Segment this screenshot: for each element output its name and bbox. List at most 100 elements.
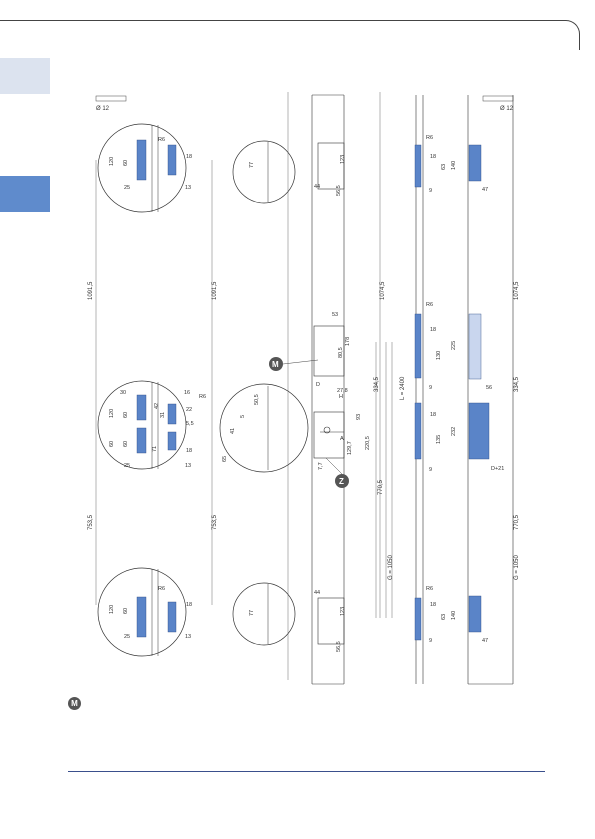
g-1050-right: G = 1050 [514,554,520,580]
dim-r6-bottom: R6 [158,586,165,592]
dim-60-bottom: 60 [123,608,129,614]
keeper-plate-bottom [414,597,422,641]
dim-123-bottom: 123 [340,607,346,616]
dim-13-mid: 13 [185,463,191,469]
dim-22: 22 [186,407,192,413]
plate-bottom-left [136,596,147,638]
plate-top-left [136,139,147,181]
header-rule [0,20,580,50]
dim-25-mid: 25 [124,463,130,469]
dim-42: 42 [154,403,160,409]
slot-bottom-left [167,601,177,633]
frame-keeper-top [468,144,482,182]
dim-44-top: 44 [314,184,320,190]
dim-93: 93 [356,414,362,420]
dim-D: D [316,382,320,388]
dim-50-5: 50,5 [254,394,260,405]
marker-z[interactable]: Z [325,457,349,488]
dim-770-left: 770,5 [378,479,384,495]
dim-A: A [340,436,344,442]
dim-H: H [339,394,343,400]
detail-circle-mid-right [219,383,309,473]
dim-60-mid-b: 60 [109,441,115,447]
dim-31: 31 [160,412,166,418]
dim-140-keeper-bottom: 140 [451,611,457,620]
detail-circle-top-left [97,123,187,213]
hook-case-top [317,142,345,190]
plate-mid-left-b [136,427,147,454]
dim-178: 178 [345,337,351,346]
dim-13-bottom: 13 [185,634,191,640]
frame-keeper-bottom [468,595,482,633]
dim-r6-keeper-main: R6 [426,302,433,308]
dim-18-keeper-main: 18 [430,327,436,333]
dim-60-top: 60 [123,160,129,166]
g-1050-left: G = 1050 [388,554,394,580]
dim-D-21: D+21 [491,466,504,472]
dim-25-top: 25 [124,185,130,191]
section-tab-active[interactable] [0,176,50,212]
dim-53: 53 [332,312,338,318]
dim-56: 56 [486,385,492,391]
dim-56-5-bottom: 56,5 [336,641,342,652]
dim-140-keeper-top: 140 [451,161,457,170]
dim-41: 41 [230,428,236,434]
detail-circle-top-right [232,140,296,204]
hook-case-bottom [317,597,345,645]
dim-63-keeper-bottom: 63 [441,614,447,620]
section-tab-light[interactable] [0,58,50,94]
frame-keeper-main [468,313,482,380]
dim-9-keeper-main: 9 [429,385,432,391]
dim-r6-keeper-top: R6 [426,135,433,141]
marker-m[interactable]: M [269,357,319,371]
dim-232: 232 [451,427,457,436]
dim-63-keeper-top: 63 [441,164,447,170]
dim-18-keeper-cyl: 18 [430,412,436,418]
dim-5-5: 5,5 [186,421,194,427]
svg-text:M: M [272,360,279,369]
slot-top-left [167,144,177,176]
slot-mid-left-a [167,403,177,425]
dim-80-5: 80,5 [338,347,344,358]
dim-129-7: 129,7 [347,441,353,455]
dim-71: 71 [152,446,158,452]
dim-30: 30 [120,390,126,396]
dim-1074-left: 1074,5 [380,281,386,300]
dim-9-keeper-bottom: 9 [429,638,432,644]
dim-27-8: 27,8 [337,388,348,394]
dim-60-mid-a: 60 [123,412,129,418]
dim-120-bottom: 120 [109,605,115,614]
dim-9-keeper-cyl: 9 [429,467,432,473]
dim-5: 5 [240,415,246,418]
dim-334-right: 334,5 [514,376,520,392]
dim-120-mid: 120 [109,409,115,418]
dim-123-top: 123 [340,155,346,164]
detail-circle-mid-left [97,380,187,470]
detail-circle-bottom-left [97,567,187,657]
keeper-plate-main [414,313,422,379]
keeper-plate-cylinder [414,402,422,460]
frame-keeper-cylinder [468,402,490,460]
dim-r6-keeper-bottom: R6 [426,586,433,592]
dim-7-7: 7,7 [318,462,324,470]
plate-mid-left-a [136,394,147,421]
dim-770-right: 770,5 [514,514,520,530]
dim-18-mid: 18 [186,448,192,454]
dim-18-keeper-bottom: 18 [430,602,436,608]
dim-56-5-top: 56,5 [336,185,342,196]
dim-16: 16 [184,390,190,396]
keeper-plate-top [414,144,422,188]
dim-1091-mid: 1091,5 [212,281,218,300]
length-2400: L = 2400 [400,376,406,400]
dim-77-top: 77 [249,162,255,168]
diameter-left-label: Ø 12 [96,106,110,112]
detail-circle-bottom-right [232,582,296,646]
diameter-right-label: Ø 12 [500,106,514,112]
dim-25-bottom: 25 [124,634,130,640]
dim-60-mid-c: 60 [123,441,129,447]
dim-18-keeper-top: 18 [430,154,436,160]
hatch-box-left [95,95,127,102]
dim-65: 65 [222,456,228,462]
